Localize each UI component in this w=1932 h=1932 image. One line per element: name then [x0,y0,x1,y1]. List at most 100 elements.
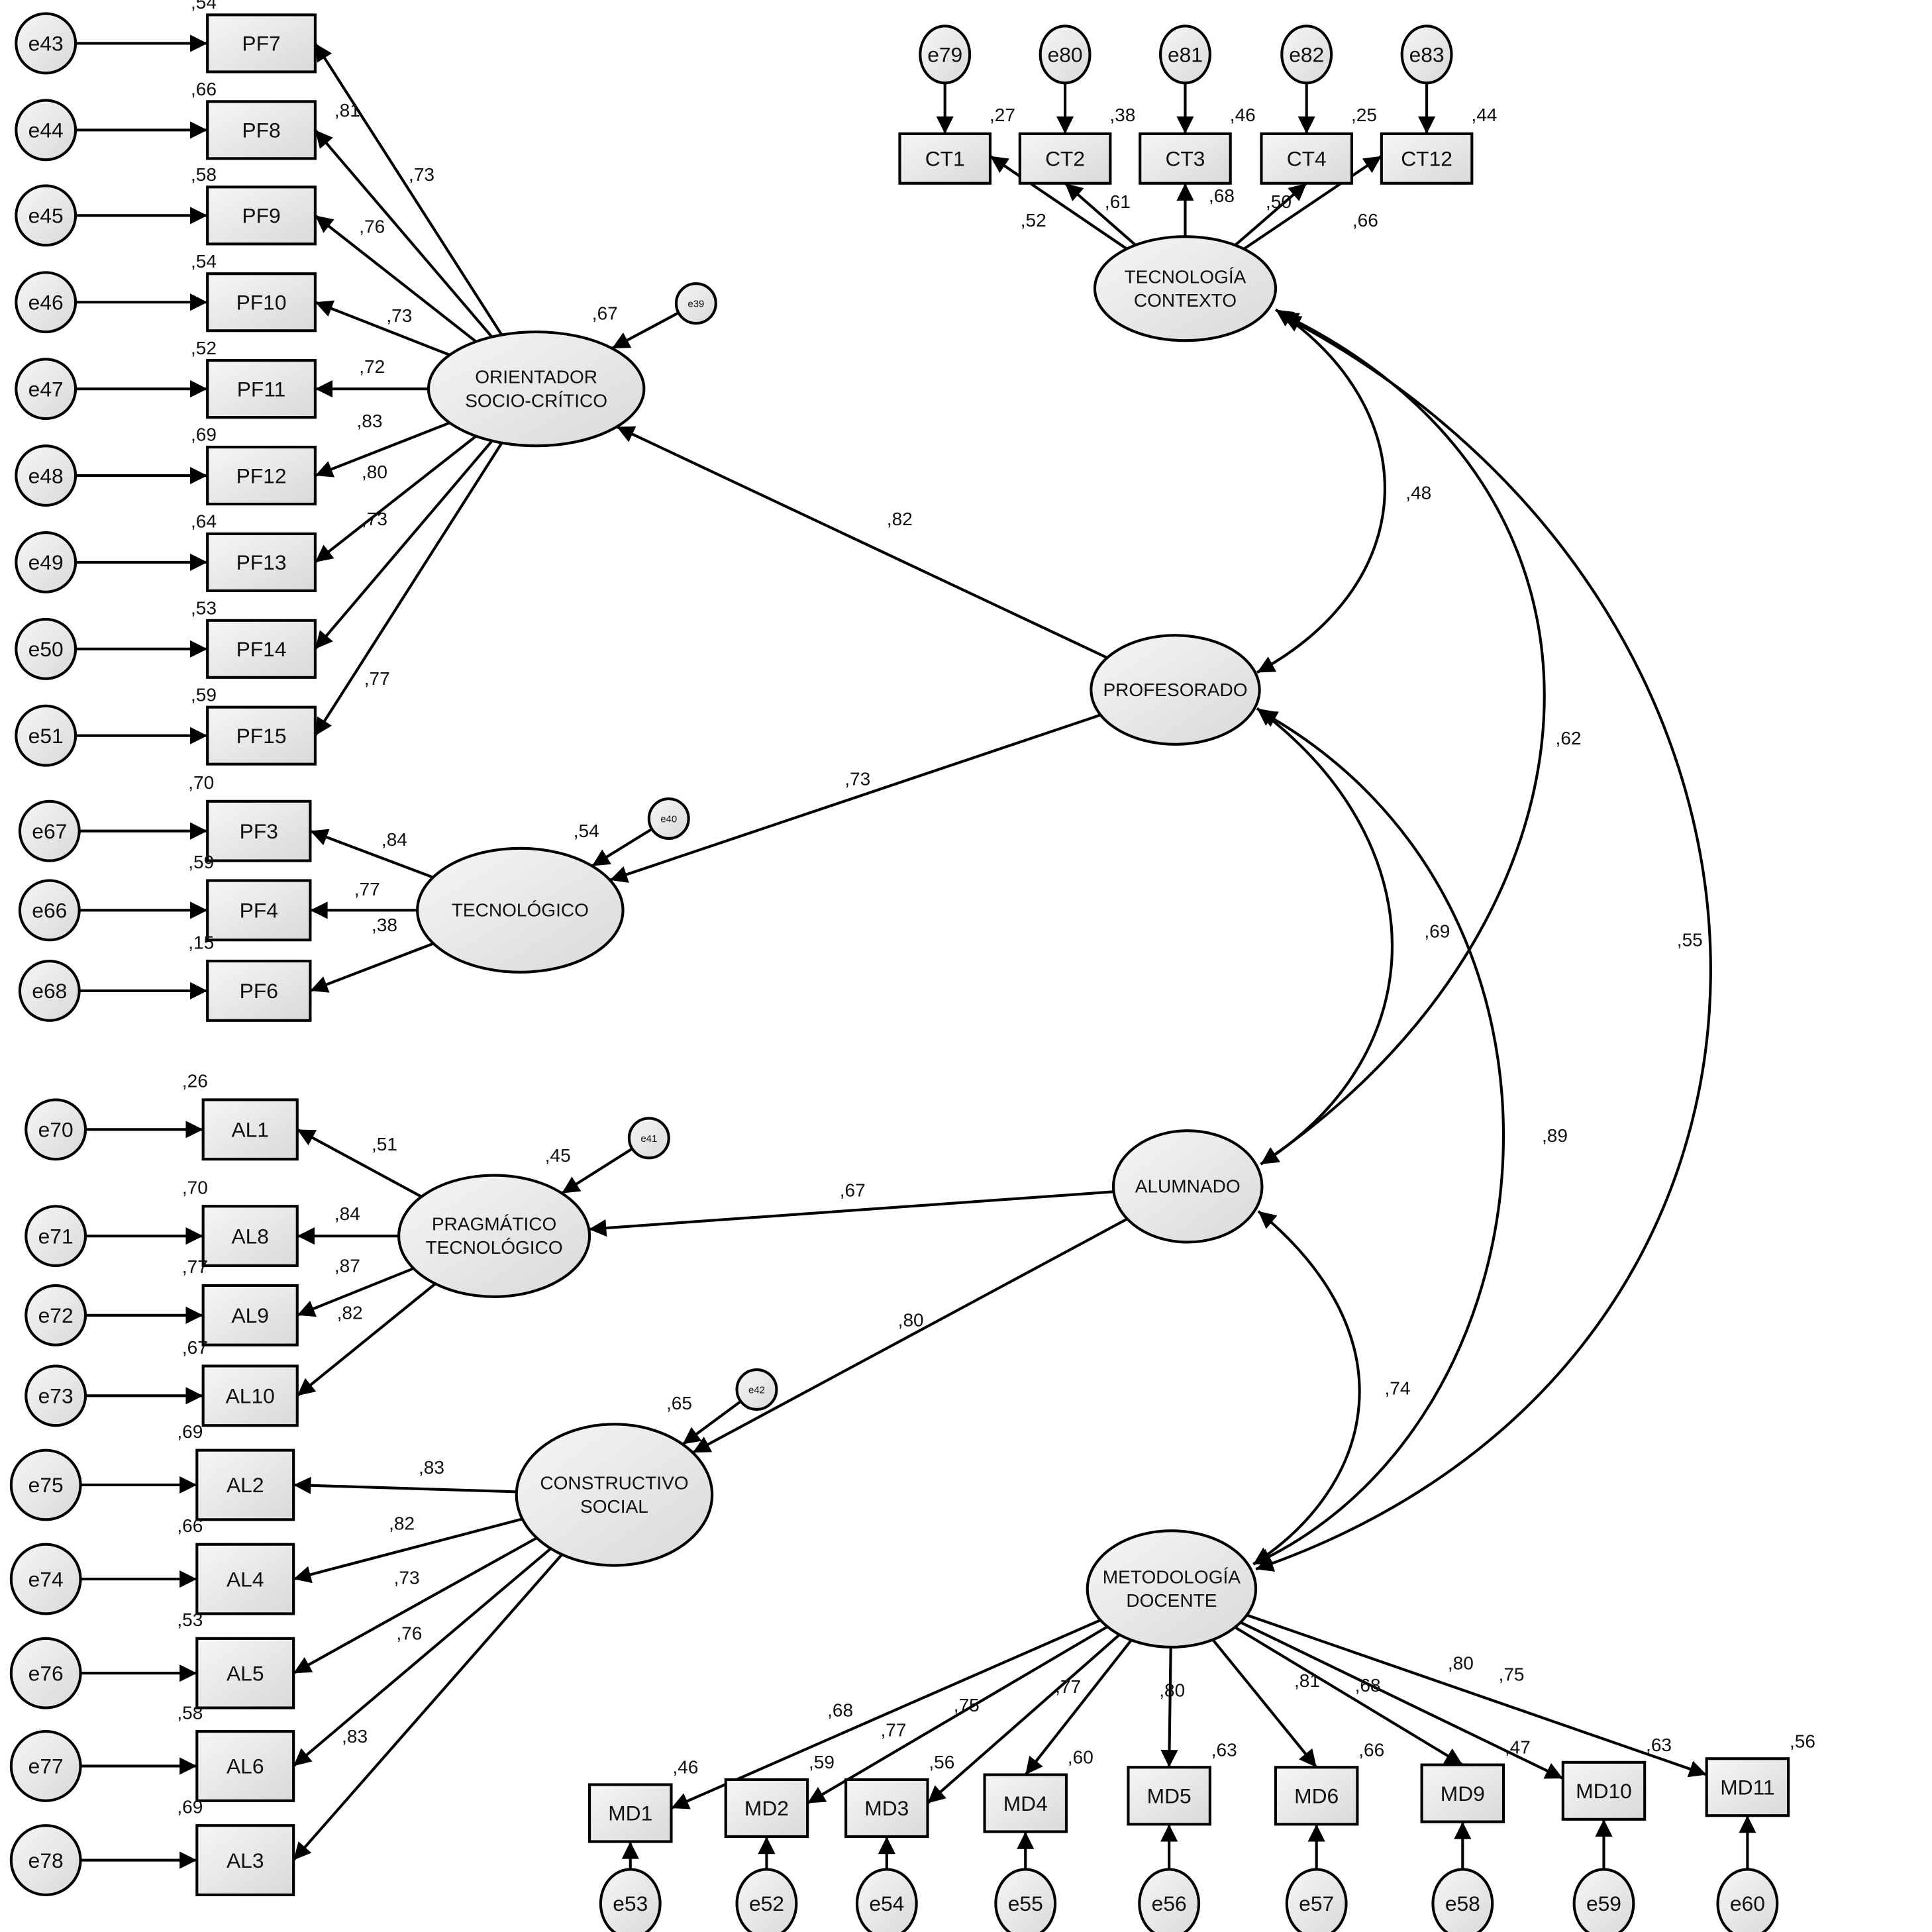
latent-factor-label: PROFESORADO [1103,680,1247,700]
r-squared-value: ,54 [191,251,217,272]
correlation-tc-prof [1256,308,1386,674]
loading-value: ,68 [1209,185,1235,206]
loading-value: ,77 [354,879,380,899]
r-squared-value: ,15 [188,932,214,952]
indicator-label: CT4 [1287,147,1327,171]
indicator-label: PF14 [236,637,287,661]
correlation-prof-alum [1256,707,1394,1166]
indicator-box-md5 [1127,1766,1211,1826]
error-label: e70 [38,1118,74,1142]
correlation-alum-md [1252,1210,1361,1566]
error-term-e77 [9,1730,82,1802]
indicator-box-pf9 [206,185,317,246]
correlation-tc-alum [1260,312,1546,1166]
r-squared-value: ,44 [1471,105,1497,125]
r-squared-value: ,38 [1109,105,1135,125]
indicator-box-al4 [195,1543,295,1615]
latent-factor-label: TECNOLÓGICO [426,1237,563,1258]
error-term-e75 [9,1449,82,1521]
indicator-label: AL8 [231,1224,269,1248]
latent-factor-label: SOCIO-CRÍTICO [465,390,607,411]
loading-arrow [293,1537,538,1674]
latent-factor-label: CONTEXTO [1134,290,1237,311]
r-squared-value: ,25 [1351,105,1377,125]
correlation-prof-md [1252,709,1505,1566]
loading-value: ,83 [419,1457,444,1478]
r-squared-value: ,58 [191,164,217,185]
loading-value: ,76 [359,217,385,237]
loading-arrow [292,1547,552,1768]
error-label: e45 [28,204,64,228]
latent-factor-orientador-socio-critico [427,330,646,448]
indicator-box-al10 [201,1364,299,1427]
factor-r-squared: ,45 [545,1145,571,1166]
error-term-e78 [9,1824,82,1896]
r-squared-value: ,58 [177,1702,203,1723]
error-label: e80 [1048,42,1083,66]
loading-value: ,52 [1021,210,1046,230]
loading-arrow [296,1128,423,1198]
loading-value: ,80 [1448,1653,1474,1674]
structural-loading: ,80 [898,1310,924,1331]
latent-factor-constructivo-social [515,1423,714,1567]
indicator-label: PF6 [240,979,278,1003]
structural-loading: ,73 [844,768,870,789]
indicator-label: AL9 [231,1303,269,1327]
loading-arrow [314,42,503,336]
loading-value: ,80 [362,462,387,482]
error-label: e58 [1445,1892,1480,1915]
error-term-e54 [855,1868,918,1932]
indicator-box-md1 [588,1783,673,1843]
loading-arrow [1234,1626,1464,1766]
indicator-box-pf8 [206,100,317,160]
latent-factor-label: TECNOLOGÍA [1125,266,1246,287]
r-squared-value: ,70 [182,1178,208,1198]
structural-path [616,425,1108,659]
loading-arrow [1160,1647,1178,1768]
loading-arrow [989,154,1128,250]
error-term-e43 [15,12,77,75]
disturbance-e42 [735,1368,778,1411]
loading-value: ,66 [1352,210,1378,230]
error-label: e48 [28,464,64,487]
loading-arrow [314,440,493,650]
loading-arrow [315,300,450,356]
indicator-box-al5 [195,1637,295,1709]
loading-value: ,73 [394,1568,420,1588]
error-label: e71 [38,1224,74,1248]
structural-path [691,1217,1129,1454]
latent-factor-profesorado [1090,634,1261,746]
indicator-box-pf12 [206,445,317,506]
indicator-label: MD6 [1294,1784,1339,1808]
indicator-box-md2 [724,1778,809,1839]
indicator-label: CT1 [925,147,965,171]
loading-value: ,77 [880,1720,906,1741]
loading-arrow [314,214,477,343]
indicator-box-ct4 [1260,132,1354,185]
loading-arrow [309,942,434,993]
error-label: e57 [1299,1892,1334,1915]
indicator-box-md6 [1274,1766,1359,1826]
disturbance-label: e41 [640,1133,657,1144]
r-squared-value: ,63 [1211,1739,1237,1760]
r-squared-value: ,52 [191,338,217,358]
error-label: e46 [28,290,64,314]
loading-value: ,38 [372,915,397,935]
latent-factor-label: ORIENTADOR [475,367,597,387]
latent-factor-tecnologico [416,846,625,974]
correlation-value: ,74 [1385,1378,1411,1398]
error-label: e49 [28,550,64,574]
r-squared-value: ,59 [809,1752,835,1772]
indicator-label: PF4 [240,899,278,923]
r-squared-value: ,53 [177,1609,203,1630]
error-term-e50 [15,617,77,680]
indicator-box-pf7 [206,13,317,74]
r-squared-value: ,66 [177,1515,203,1536]
r-squared-value: ,69 [177,1796,203,1817]
r-squared-value: ,59 [191,684,217,705]
error-label: e83 [1409,42,1445,66]
loading-arrow [1211,1639,1318,1768]
latent-factor-label: CONSTRUCTIVO [540,1473,688,1494]
indicator-label: PF12 [236,464,287,487]
error-term-e83 [1400,25,1453,85]
